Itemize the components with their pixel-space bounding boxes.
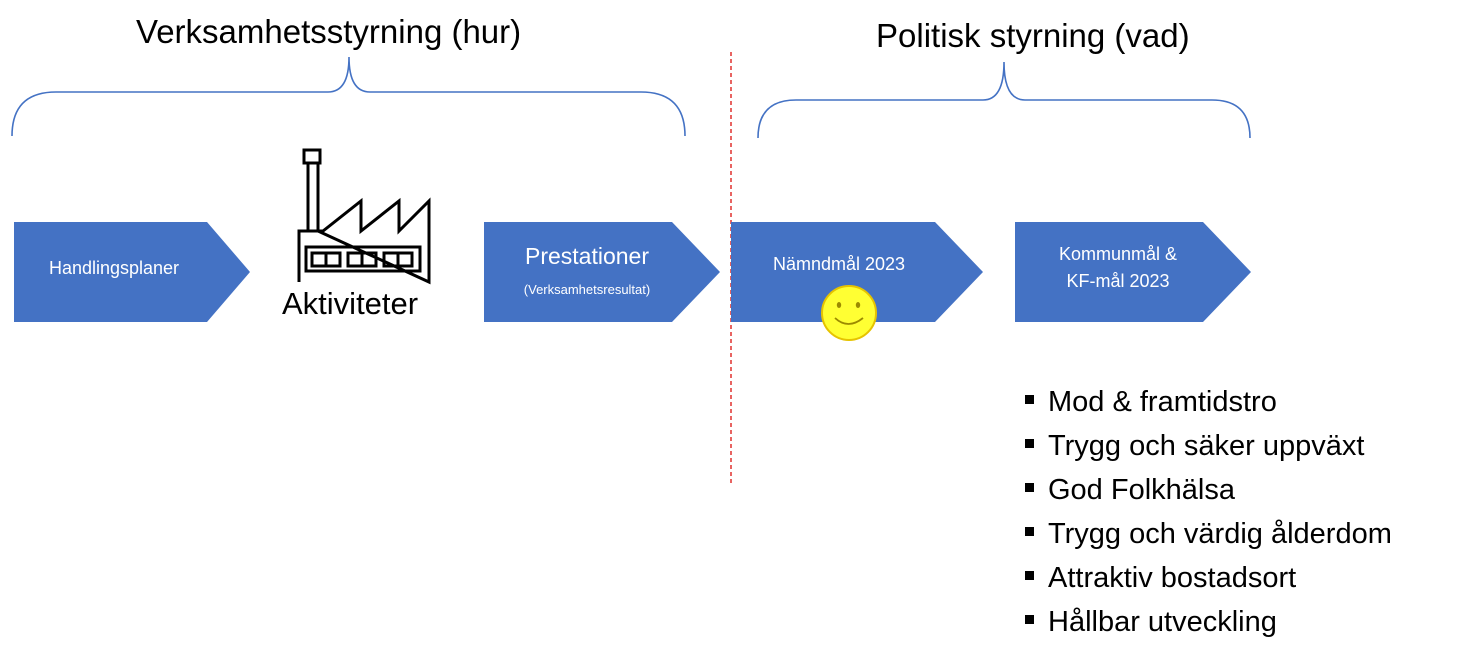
kommunmal-label-line1: Kommunmål &	[1058, 244, 1178, 264]
left-brace	[11, 56, 686, 137]
goal-text: Trygg och värdig ålderdom	[1048, 518, 1392, 550]
goal-list: Mod & framtidstro Trygg och säker uppväx…	[1025, 380, 1392, 644]
bullet-icon	[1025, 570, 1034, 580]
namndmal-arrow	[731, 222, 983, 322]
goal-item: Trygg och värdig ålderdom	[1025, 512, 1392, 556]
handlingsplaner-label: Handlingsplaner	[48, 258, 180, 278]
verksamhetsstyrning-heading: Verksamhetsstyrning (hur)	[136, 13, 522, 50]
bullet-icon	[1025, 526, 1034, 536]
handlingsplaner-arrow	[14, 222, 250, 322]
kommunmal-label-line2: KF-mål 2023	[1066, 271, 1170, 291]
goal-item: Mod & framtidstro	[1025, 380, 1392, 424]
goal-item: Hållbar utveckling	[1025, 600, 1392, 644]
prestationer-sublabel: (Verksamhetsresultat)	[523, 282, 651, 297]
goal-text: Hållbar utveckling	[1048, 606, 1277, 638]
bullet-icon	[1025, 614, 1034, 624]
bullet-icon	[1025, 438, 1034, 448]
aktiviteter-label: Aktiviteter	[282, 286, 419, 321]
goal-text: Trygg och säker uppväxt	[1048, 430, 1365, 462]
namndmal-label: Nämndmål 2023	[772, 254, 906, 274]
goal-item: Trygg och säker uppväxt	[1025, 424, 1392, 468]
goal-text: Attraktiv bostadsort	[1048, 562, 1297, 594]
goal-item: God Folkhälsa	[1025, 468, 1392, 512]
goal-item: Attraktiv bostadsort	[1025, 556, 1392, 600]
politisk-styrning-heading: Politisk styrning (vad)	[876, 17, 1190, 54]
kommunmal-arrow	[1015, 222, 1251, 322]
bullet-icon	[1025, 394, 1034, 404]
goal-text: Mod & framtidstro	[1048, 386, 1277, 418]
prestationer-arrow	[484, 222, 720, 322]
right-brace	[757, 61, 1251, 139]
smiley-icon	[821, 285, 877, 341]
goal-text: God Folkhälsa	[1048, 474, 1235, 506]
prestationer-label: Prestationer	[524, 243, 649, 269]
factory-icon	[297, 148, 431, 285]
bullet-icon	[1025, 482, 1034, 492]
